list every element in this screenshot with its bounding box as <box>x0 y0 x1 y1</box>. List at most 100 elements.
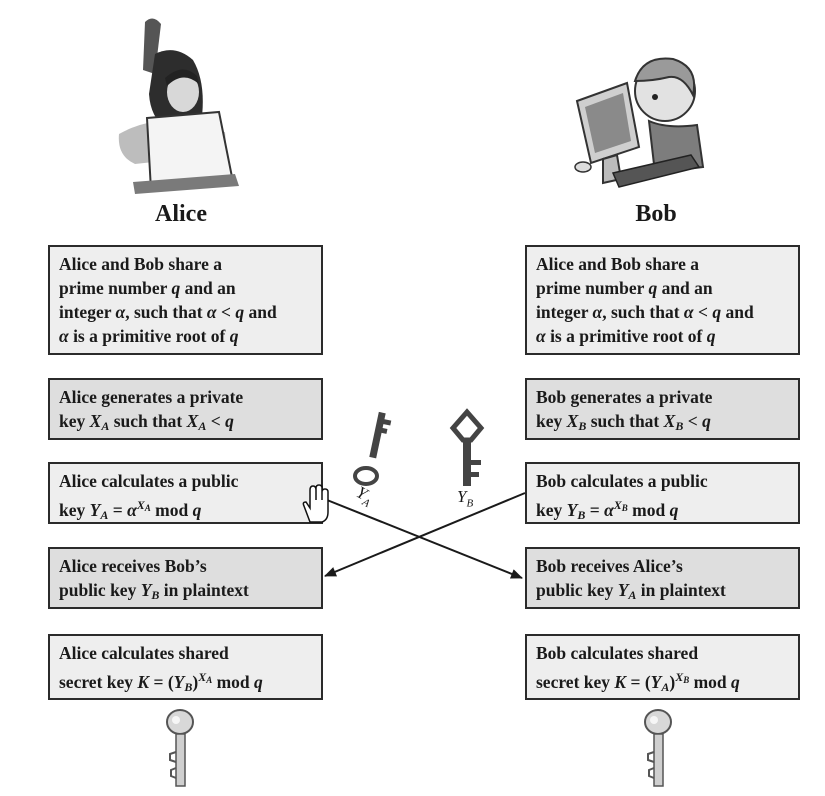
var-q: q <box>731 672 740 692</box>
text: < <box>693 302 713 322</box>
bob-receive-line1: Bob receives Alice’s <box>536 556 683 576</box>
alice-share-box: Alice and Bob share a prime number q and… <box>48 245 323 355</box>
bob-generate-box: Bob generates a private key XB such that… <box>525 378 800 440</box>
text: prime number <box>59 278 172 298</box>
var-q: q <box>648 278 658 298</box>
exp: X <box>136 498 145 512</box>
var-alpha: α <box>127 500 137 520</box>
var-y: Y <box>617 580 629 600</box>
text: integer <box>59 302 116 322</box>
exp: X <box>675 670 684 684</box>
public-key-a-icon <box>353 411 392 486</box>
alice-secret-key-icon <box>166 709 194 787</box>
bob-secret-key-icon <box>644 709 672 787</box>
public-key-b-icon <box>449 408 485 486</box>
var-y: Y <box>173 672 185 692</box>
arrow-bob-to-alice <box>324 492 526 577</box>
text: = <box>108 500 128 520</box>
sub: A <box>144 503 151 513</box>
var-alpha: α <box>683 302 694 322</box>
bob-calculate-line1: Bob calculates a public <box>536 471 708 491</box>
text: < <box>683 411 703 431</box>
var-q: q <box>706 326 716 346</box>
var-x: X <box>186 411 199 431</box>
var-alpha: α <box>604 500 614 520</box>
var-q: q <box>229 326 239 346</box>
alice-receive-line1: Alice receives Bob’s <box>59 556 207 576</box>
var-alpha: α <box>59 326 69 346</box>
var-y: Y <box>566 500 578 520</box>
text: and an <box>657 278 713 298</box>
alice-calculate-box: Alice calculates a public key YA = αXA m… <box>48 462 323 524</box>
var-q: q <box>702 411 711 431</box>
sub: A <box>661 680 670 694</box>
alice-shared-line1: Alice calculates shared <box>59 643 229 663</box>
var-q: q <box>669 500 679 520</box>
text: key <box>59 500 90 520</box>
var-q: q <box>235 302 245 322</box>
hand-cursor-icon <box>302 484 329 523</box>
bob-shared-line1: Bob calculates shared <box>536 643 699 663</box>
var-y: Y <box>650 672 662 692</box>
alice-name: Alice <box>155 201 207 227</box>
var-alpha: α <box>592 302 603 322</box>
text: is a primitive root of <box>68 326 230 346</box>
sub: B <box>675 419 684 433</box>
text: integer <box>536 302 593 322</box>
var-q: q <box>254 672 263 692</box>
text: ) <box>192 672 199 692</box>
bob-name: Bob <box>635 201 677 227</box>
arrow-alice-to-bob <box>321 497 523 579</box>
var-q: q <box>192 500 202 520</box>
bob-computer-illustration <box>574 57 705 188</box>
alice-share-line1: Alice and Bob share a <box>59 254 223 274</box>
var-alpha: α <box>536 326 546 346</box>
var-x: X <box>663 411 676 431</box>
text: secret key <box>59 672 138 692</box>
text: , such that <box>602 302 684 322</box>
sub: A <box>101 419 110 433</box>
sub: A <box>206 675 213 685</box>
var-q: q <box>712 302 722 322</box>
text: = ( <box>149 672 174 692</box>
bob-generate-line1: Bob generates a private <box>536 387 713 407</box>
key-label-yb: YB <box>457 487 473 509</box>
text: public key <box>59 580 141 600</box>
sub: B <box>184 680 193 694</box>
var-alpha: α <box>115 302 126 322</box>
alice-laptop-illustration <box>118 18 239 194</box>
var-q: q <box>225 411 234 431</box>
sub: B <box>466 497 474 510</box>
sub: A <box>100 508 109 522</box>
text: such that <box>586 411 664 431</box>
bob-receive-box: Bob receives Alice’s public key YA in pl… <box>525 547 800 609</box>
sub: B <box>683 675 690 685</box>
text: prime number <box>536 278 649 298</box>
text: key <box>59 411 90 431</box>
label: Y <box>457 487 467 506</box>
text: secret key <box>536 672 615 692</box>
alice-generate-line1: Alice generates a private <box>59 387 244 407</box>
text: such that <box>109 411 187 431</box>
text: and <box>244 302 277 322</box>
text: mod <box>689 672 732 692</box>
sub: A <box>628 588 637 602</box>
sub: B <box>621 503 628 513</box>
text: < <box>216 302 236 322</box>
sub: B <box>151 588 160 602</box>
alice-generate-box: Alice generates a private key X A such th… <box>48 378 323 440</box>
bob-shared-box: Bob calculates shared secret key K = (YA… <box>525 634 800 700</box>
var-q: q <box>171 278 181 298</box>
var-x: X <box>566 411 579 431</box>
text: key <box>536 411 567 431</box>
text: = <box>585 500 605 520</box>
exp: X <box>613 498 622 512</box>
text: mod <box>212 672 255 692</box>
alice-calculate-line1: Alice calculates a public <box>59 471 239 491</box>
text: and an <box>180 278 236 298</box>
var-alpha: α <box>206 302 217 322</box>
text: mod <box>150 500 193 520</box>
text: is a primitive root of <box>545 326 707 346</box>
text: = ( <box>626 672 651 692</box>
